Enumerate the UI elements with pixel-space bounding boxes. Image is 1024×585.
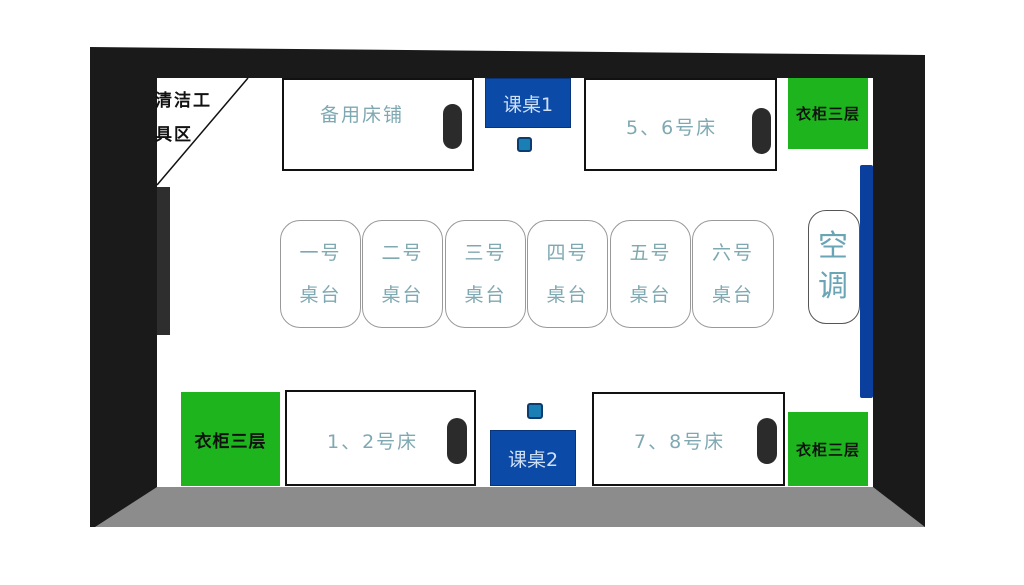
table-2: 二号桌台 xyxy=(362,220,443,328)
cleaning-area-divider xyxy=(156,77,249,186)
cleaning-area-label-2: 具区 xyxy=(155,125,193,145)
table-label-type: 桌台 xyxy=(464,284,507,306)
table-3: 三号桌台 xyxy=(445,220,526,328)
cleaning-area-label-1: 清洁工 xyxy=(155,91,212,111)
pillow xyxy=(443,104,462,149)
pillow xyxy=(752,108,771,154)
bed-1-2: 1、2号床 xyxy=(285,390,476,486)
wardrobe-top-right: 衣柜三层 xyxy=(788,78,868,149)
pillow xyxy=(757,418,777,464)
desk-2: 课桌2 xyxy=(490,430,576,486)
wardrobe-bottom-right: 衣柜三层 xyxy=(788,412,868,486)
desk-1: 课桌1 xyxy=(485,78,571,128)
bed-label: 5、6号床 xyxy=(626,117,718,139)
wardrobe-bottom-left: 衣柜三层 xyxy=(181,392,280,486)
chair-1 xyxy=(517,137,532,152)
bed-7-8: 7、8号床 xyxy=(592,392,785,486)
air-conditioner: 空调 xyxy=(808,210,860,324)
table-label-number: 二号 xyxy=(381,242,424,264)
window xyxy=(860,165,873,398)
table-4: 四号桌台 xyxy=(527,220,608,328)
chair-2 xyxy=(527,403,543,419)
table-label-type: 桌台 xyxy=(546,284,589,306)
pillow xyxy=(447,418,467,464)
table-label-number: 四号 xyxy=(546,242,589,264)
bed-label: 1、2号床 xyxy=(327,431,419,453)
table-6: 六号桌台 xyxy=(692,220,774,328)
bed-label: 备用床铺 xyxy=(320,104,405,126)
table-label-type: 桌台 xyxy=(711,284,754,306)
table-label-number: 一号 xyxy=(299,242,342,264)
table-5: 五号桌台 xyxy=(610,220,691,328)
floor-edge xyxy=(95,487,925,527)
table-label-type: 桌台 xyxy=(299,284,342,306)
table-label-type: 桌台 xyxy=(629,284,672,306)
bed-spare: 备用床铺 xyxy=(282,78,474,171)
table-label-number: 六号 xyxy=(711,242,754,264)
table-label-number: 三号 xyxy=(464,242,507,264)
ac-label-1: 空 xyxy=(818,229,850,264)
door xyxy=(157,187,170,335)
table-1: 一号桌台 xyxy=(280,220,361,328)
ac-label-2: 调 xyxy=(818,269,850,304)
bed-label: 7、8号床 xyxy=(634,431,726,453)
bed-5-6: 5、6号床 xyxy=(584,78,777,171)
table-label-number: 五号 xyxy=(629,242,672,264)
table-label-type: 桌台 xyxy=(381,284,424,306)
